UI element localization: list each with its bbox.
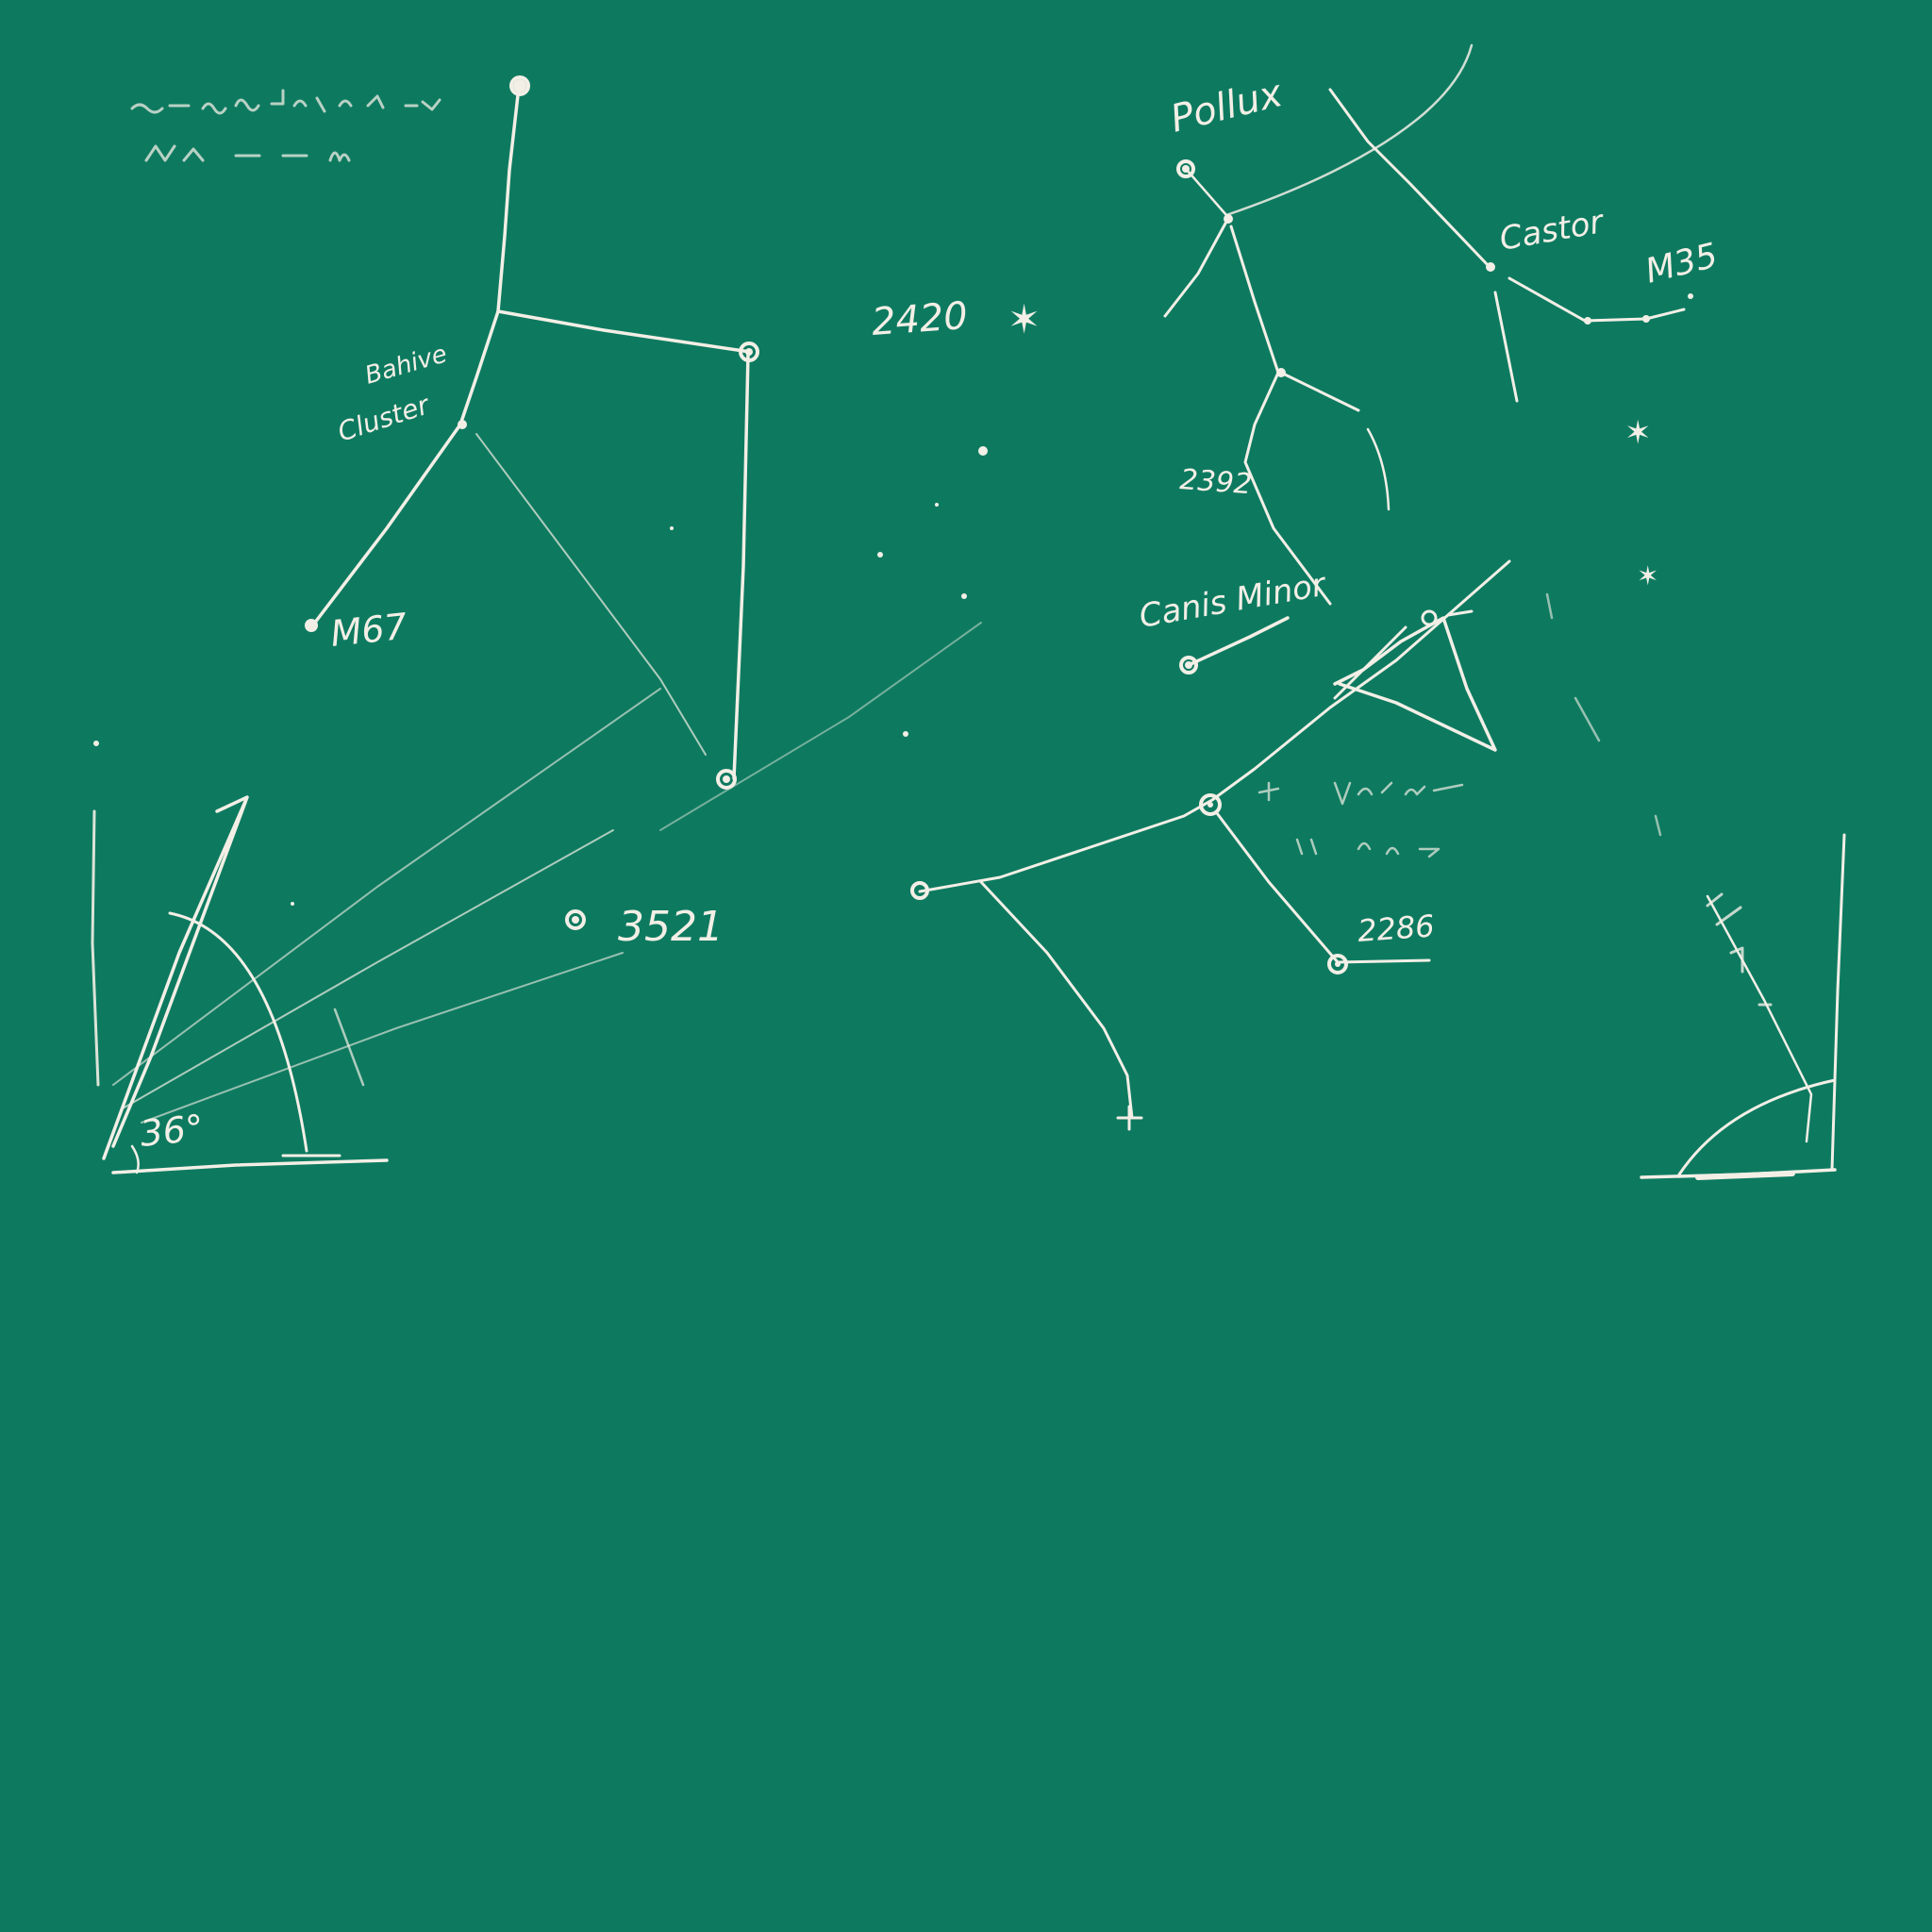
star-icon: ✶ xyxy=(1637,560,1658,591)
right-scribble xyxy=(1706,892,1773,1007)
star-dot xyxy=(1584,317,1591,325)
angle-pointer xyxy=(102,795,249,1160)
star-dot xyxy=(723,775,730,783)
star-dot xyxy=(1486,262,1495,272)
faint-mark xyxy=(1545,592,1662,837)
angle-baseline xyxy=(111,1158,389,1174)
star-3521: 3521 xyxy=(565,903,724,951)
lower-branch xyxy=(979,880,1134,1120)
faint-stars xyxy=(93,446,988,906)
right-diagonal xyxy=(1706,894,1813,1143)
cancer-line-right xyxy=(732,352,750,780)
angle-construction: 36° xyxy=(91,622,982,1174)
cancer-line-mid xyxy=(496,309,752,354)
star-dot xyxy=(458,420,467,429)
pollux-branch xyxy=(1279,371,1360,412)
star-dot xyxy=(1224,214,1233,224)
lower-cross xyxy=(1116,1105,1143,1131)
star-dot xyxy=(1421,609,1438,626)
angle-arc xyxy=(168,911,308,1153)
star-dot xyxy=(1185,661,1192,669)
right-vertical xyxy=(1830,833,1846,1172)
angle-vertical-line xyxy=(91,809,100,1087)
angle-small-arc xyxy=(130,1144,140,1174)
sight-line-4 xyxy=(659,622,982,831)
star-dot xyxy=(877,552,883,558)
triangle-extra xyxy=(1333,609,1474,700)
sight-line-3 xyxy=(333,1008,365,1087)
lower-constellation: 2286 xyxy=(910,559,1511,1131)
cancer-line-m67 xyxy=(309,423,462,629)
label-m67: M67 xyxy=(328,606,408,655)
pollux-line-2 xyxy=(1163,220,1228,318)
scribble-notes xyxy=(130,89,441,162)
star-dot xyxy=(565,909,586,930)
star-dot xyxy=(903,731,908,737)
label-3521: 3521 xyxy=(618,903,724,951)
star-dot xyxy=(1179,656,1198,675)
pollux-line-3 xyxy=(1229,225,1332,606)
star-dot xyxy=(978,446,988,456)
star-dot xyxy=(935,503,939,507)
canis-minor-line xyxy=(1187,616,1290,667)
star-dot xyxy=(961,593,967,599)
star-dot xyxy=(1208,802,1213,808)
star-dot xyxy=(509,75,530,96)
star-dot xyxy=(291,902,294,906)
cancer-line-long xyxy=(112,688,661,1086)
star-dot xyxy=(716,769,737,790)
star-2420: 2420 ✶ xyxy=(870,294,1041,344)
lower-drop xyxy=(1215,811,1431,964)
star-dot xyxy=(572,916,579,924)
star-dot xyxy=(305,619,318,632)
star-dot xyxy=(1642,315,1650,323)
castor-line-2 xyxy=(1507,276,1686,323)
star-dot xyxy=(1182,165,1190,173)
star-icon: ✶ xyxy=(1008,296,1041,342)
star-dot xyxy=(1688,293,1693,299)
label-2420: 2420 xyxy=(870,294,969,344)
right-fill xyxy=(1695,1171,1795,1180)
label-2392: 2392 xyxy=(1178,463,1253,501)
star-dot xyxy=(739,341,759,362)
star-icon: ✶ xyxy=(1624,414,1652,452)
star-dot xyxy=(93,741,99,746)
ecliptic-arc xyxy=(1224,43,1474,217)
star-dot xyxy=(1335,961,1341,967)
right-arc xyxy=(1677,1078,1837,1176)
pollux-branch-2 xyxy=(1366,427,1391,511)
pollux-line-1 xyxy=(1185,168,1228,217)
cancer-line-diag xyxy=(475,433,707,756)
star-dot xyxy=(513,79,526,92)
star-dot xyxy=(1276,368,1286,377)
star-dot xyxy=(910,881,929,900)
scribble-note-right xyxy=(1257,781,1464,858)
lower-main-line xyxy=(918,559,1511,893)
angle-construction-right xyxy=(1640,833,1846,1180)
star-dot xyxy=(1176,159,1195,178)
castor-line-3 xyxy=(1493,291,1519,403)
star-dot xyxy=(1199,793,1222,816)
star-dot xyxy=(1327,954,1348,974)
castor-line-1 xyxy=(1328,88,1491,268)
label-angle: 36° xyxy=(138,1107,206,1155)
cancer-line-top xyxy=(458,85,521,426)
star-dot xyxy=(670,526,674,530)
sight-line-2 xyxy=(141,952,624,1124)
star-dot xyxy=(745,348,753,356)
label-2286: 2286 xyxy=(1357,908,1436,949)
right-stars: ✶ ✶ xyxy=(1545,414,1662,837)
sight-line-1 xyxy=(122,829,614,1109)
